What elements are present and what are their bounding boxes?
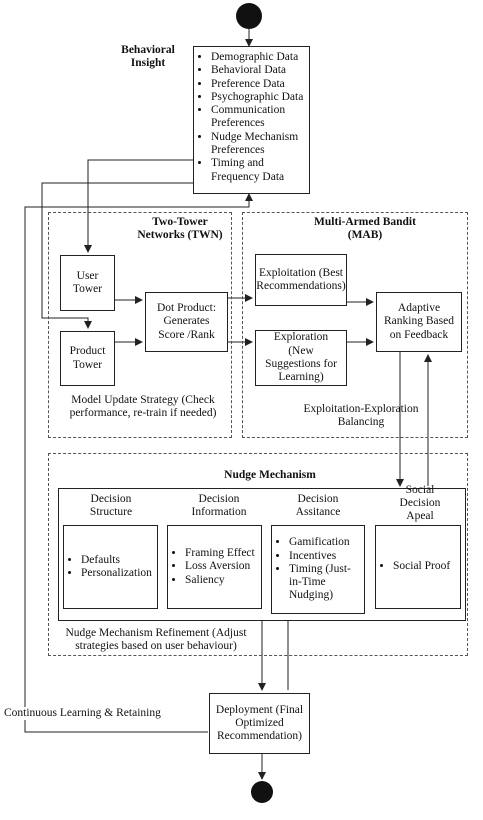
decision-information-list: Framing Effect Loss Aversion Saliency (171, 547, 255, 587)
user-tower-box: User Tower (60, 255, 115, 311)
nudge-item: Saliency (185, 574, 255, 587)
nudge-item: Gamification (289, 536, 361, 549)
nudge-refinement: Nudge Mechanism Refinement (Adjust strat… (65, 627, 247, 652)
nudge-item: Incentives (289, 550, 361, 563)
model-update-strategy: Model Update Strategy (Check performance… (69, 394, 217, 419)
product-tower-box: Product Tower (60, 331, 115, 386)
adaptive-ranking-box: Adaptive Ranking Based on Feedback (376, 292, 462, 352)
arrow-behavioral-to-product-tower (41, 182, 195, 329)
decision-structure-list: Defaults Personalization (67, 554, 152, 581)
decision-information-heading: Decision Information (191, 493, 247, 518)
decision-structure-heading: Decision Structure (89, 493, 133, 518)
social-decision-box: Social Proof (375, 525, 461, 609)
exploration-box: Exploration (New Suggestions for Learnin… (255, 330, 347, 386)
exploitation-box: Exploitation (Best Recommendations) (255, 254, 347, 306)
nudge-title: Nudge Mechanism (224, 469, 316, 481)
mab-title: Multi-Armed Bandit (MAB) (314, 216, 416, 241)
decision-structure-box: Defaults Personalization (63, 525, 158, 609)
nudge-item: Defaults (81, 554, 152, 567)
arrow-continuous-learning (24, 193, 253, 733)
continuous-learning-label: Continuous Learning & Retaining (4, 707, 174, 720)
arrow-behavioral-to-user-tower (84, 159, 195, 253)
nudge-container (48, 453, 468, 656)
behavioral-item: Demographic Data (211, 51, 306, 64)
nudge-item: Social Proof (393, 560, 450, 573)
deployment-box: Deployment (Final Optimized Recommendati… (209, 693, 310, 754)
behavioral-item: Preference Data (211, 78, 306, 91)
nudge-item: Loss Aversion (185, 560, 255, 573)
dot-product-box: Dot Product: Generates Score /Rank (145, 292, 228, 352)
behavioral-item: Psychographic Data (211, 91, 306, 104)
twn-container (48, 212, 232, 438)
behavioral-item: Communication Preferences (211, 104, 306, 131)
start-node (236, 3, 262, 29)
social-decision-heading: Social Decision Apeal (399, 484, 441, 522)
nudge-item: Framing Effect (185, 547, 255, 560)
decision-information-box: Framing Effect Loss Aversion Saliency (167, 525, 262, 609)
decision-assistance-box: Gamification Incentives Timing (Just-in-… (271, 525, 365, 614)
exploitation-exploration-balancing: Exploitation-Exploration Balancing (303, 403, 419, 428)
decision-assistance-list: Gamification Incentives Timing (Just-in-… (275, 536, 361, 602)
mab-container (242, 212, 468, 438)
end-node (251, 781, 273, 803)
behavioral-insight-box: Demographic Data Behavioral Data Prefere… (193, 46, 310, 194)
behavioral-list: Demographic Data Behavioral Data Prefere… (197, 51, 306, 184)
behavioral-item: Nudge Mechanism Preferences (211, 131, 306, 158)
nudge-item: Personalization (81, 567, 152, 580)
nudge-item: Timing (Just-in-Time Nudging) (289, 563, 361, 603)
behavioral-title: Behavioral Insight (121, 44, 175, 69)
social-decision-list: Social Proof (379, 560, 450, 573)
twn-title: Two-Tower Networks (TWN) (137, 216, 223, 241)
decision-assistance-heading: Decision Assitance (295, 493, 341, 518)
behavioral-item: Behavioral Data (211, 64, 306, 77)
behavioral-item: Timing and Frequency Data (211, 157, 306, 184)
